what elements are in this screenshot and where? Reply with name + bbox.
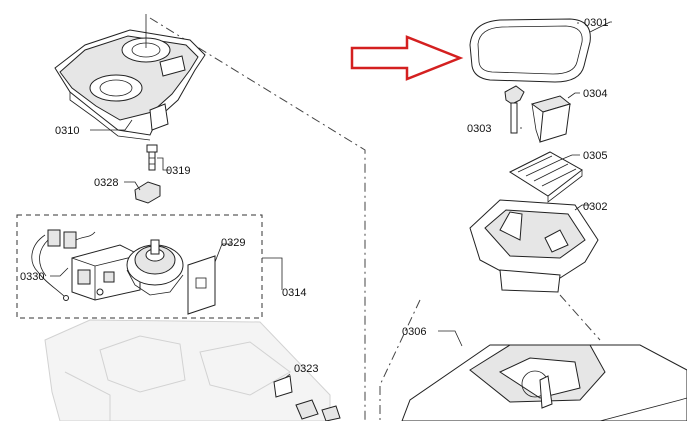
label-0304: 0304 xyxy=(583,88,607,100)
part-0329-illustration xyxy=(187,255,216,315)
label-0328: 0328 xyxy=(94,177,118,189)
part-0302-illustration xyxy=(469,199,599,293)
part-0303-illustration xyxy=(504,85,525,134)
grinder-motor-illustration xyxy=(71,239,184,301)
leader-lines xyxy=(50,21,612,379)
label-0329: 0329 xyxy=(221,237,245,249)
part-0310-illustration xyxy=(54,14,206,141)
part-0323-illustration xyxy=(273,375,341,421)
part-0306-illustration xyxy=(401,344,687,421)
label-0306: 0306 xyxy=(402,326,426,338)
label-0301: 0301 xyxy=(584,17,608,29)
lower-housing-ghost xyxy=(44,319,331,421)
label-0302: 0302 xyxy=(583,201,607,213)
label-0330: 0330 xyxy=(20,271,44,283)
part-0301-illustration xyxy=(469,18,591,83)
highlight-arrow xyxy=(350,35,464,81)
part-0305-illustration xyxy=(508,151,583,203)
label-0314: 0314 xyxy=(282,287,306,299)
part-0328-illustration xyxy=(134,181,161,204)
label-0323: 0323 xyxy=(294,363,318,375)
part-labels: 0301 0302 0303 0304 0305 0306 0310 0314 … xyxy=(20,17,608,375)
part-0319-illustration xyxy=(146,144,158,171)
part-0314-group-box xyxy=(16,214,263,319)
part-0330-illustration xyxy=(31,229,96,301)
label-0303: 0303 xyxy=(467,123,491,135)
label-0305: 0305 xyxy=(583,150,607,162)
assembly-boundary-lines xyxy=(149,17,601,421)
label-0310: 0310 xyxy=(55,125,79,137)
label-0319: 0319 xyxy=(166,165,190,177)
part-0304-illustration xyxy=(530,95,572,143)
